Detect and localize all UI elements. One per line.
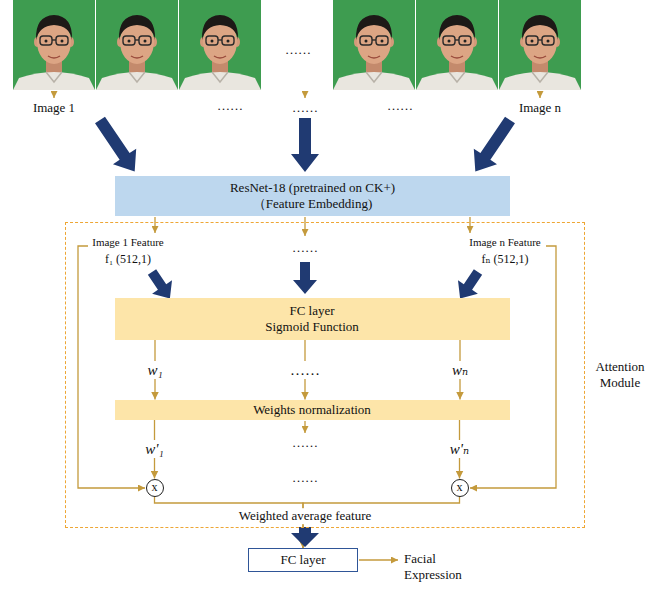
caption-text: ……: [290, 435, 320, 451]
thin-arrow: [304, 217, 305, 236]
box-text: x: [457, 480, 463, 494]
box-text: x: [152, 480, 158, 494]
caption-text: Facial Expression: [402, 551, 472, 582]
embedding-box: ResNet-18 (pretrained on CK+)（Feature Em…: [115, 176, 510, 216]
thin-arrow: [53, 91, 54, 98]
caption-text: Image 1: [31, 100, 77, 116]
face-photo: [333, 0, 415, 90]
classifier-box: FC layer: [248, 548, 358, 572]
box-text: Weights normalization: [253, 402, 371, 418]
label-anchor: ……: [385, 98, 415, 114]
thin-arrow: [154, 217, 155, 233]
block-arrow: [293, 262, 317, 294]
label-anchor: w₁: [145, 361, 164, 379]
caption-text: Image 1 Feature: [90, 236, 165, 249]
caption-text: ……: [283, 42, 313, 58]
label-anchor: ……: [283, 42, 313, 58]
box-text: FC layer: [289, 303, 334, 319]
face-photo: [179, 0, 261, 90]
caption-text: ……: [290, 100, 320, 116]
face-photo: [416, 0, 498, 90]
multiply-circle: x: [451, 479, 469, 497]
block-arrow: [88, 112, 146, 179]
caption-text: ……: [215, 98, 245, 114]
box-text: FC layer: [280, 552, 325, 568]
label-anchor: ……: [215, 98, 245, 114]
caption-text: Image n: [517, 100, 563, 116]
weight-label: w₁: [145, 361, 164, 379]
face-photo: [499, 0, 581, 90]
thin-arrow: [539, 91, 540, 98]
block-arrow: [291, 527, 319, 547]
caption-text: ……: [385, 98, 415, 114]
caption-text: ……: [290, 470, 320, 486]
box-text: ResNet-18 (pretrained on CK+): [230, 180, 395, 196]
label-anchor: Image 1: [31, 100, 77, 116]
face-photo: [96, 0, 178, 90]
thin-arrow: [304, 421, 305, 433]
thin-arrow: [304, 91, 305, 98]
label-anchor: wₙ: [450, 361, 470, 379]
thin-arrow: [469, 217, 470, 233]
normalization-box: Weights normalization: [115, 400, 510, 420]
face-photo: [13, 0, 95, 90]
label-anchor: Image n: [517, 100, 563, 116]
weight-label: w'ₙ: [448, 440, 471, 458]
label-anchor: ……: [290, 470, 320, 486]
attention-module-region: Attention ModuleFC layerSigmoid Function…: [65, 222, 585, 528]
weight-label: wₙ: [450, 361, 470, 379]
label-anchor: ……: [290, 435, 320, 451]
region-title: Attention Module: [591, 359, 649, 390]
weight-label: ……: [288, 361, 322, 379]
caption-text: f₁ (512,1): [103, 252, 153, 266]
label-anchor: w'₁: [143, 440, 165, 458]
caption-text: ……: [290, 240, 320, 256]
weight-label: w'₁: [143, 440, 165, 458]
label-anchor: Image 1 Feature: [90, 236, 165, 249]
label-anchor: w'ₙ: [448, 440, 471, 458]
block-arrow: [464, 112, 522, 179]
label-anchor: f₁ (512,1): [103, 252, 153, 266]
fc-sigmoid-box: FC layerSigmoid Function: [115, 298, 510, 340]
label-anchor: ……: [288, 361, 322, 379]
label-anchor: Facial Expression: [402, 551, 472, 582]
caption-text: Image n Feature: [467, 236, 542, 249]
block-arrow: [291, 118, 319, 172]
box-text: Sigmoid Function: [265, 319, 359, 335]
box-text: （Feature Embedding): [253, 196, 373, 212]
label-anchor: fₙ (512,1): [479, 252, 530, 266]
thin-arrow: [359, 559, 398, 560]
label-anchor: Image n Feature: [467, 236, 542, 249]
caption-text: fₙ (512,1): [479, 252, 530, 266]
label-anchor: Weighted average feature: [237, 508, 373, 524]
feature-skip-line: [78, 246, 145, 488]
caption-text: Weighted average feature: [237, 508, 373, 524]
feature-skip-line: [470, 246, 556, 488]
label-anchor: ……: [290, 100, 320, 116]
multiply-circle: x: [146, 479, 164, 497]
label-anchor: ……: [290, 240, 320, 256]
